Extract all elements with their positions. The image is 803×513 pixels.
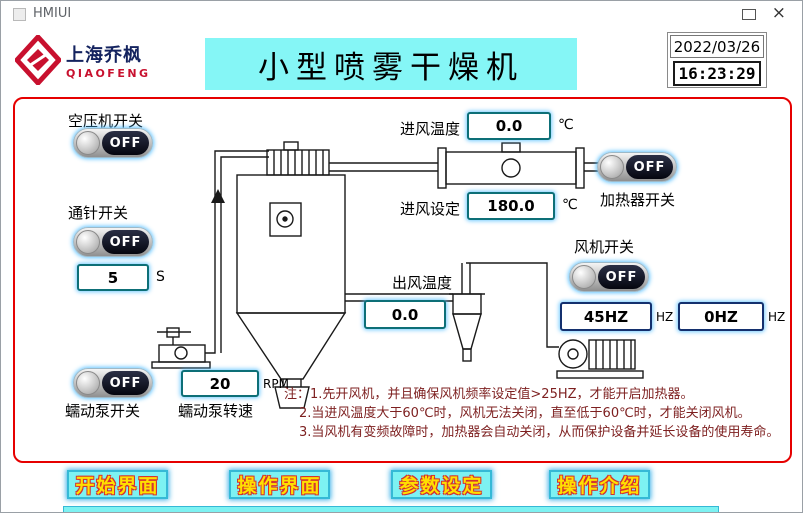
heater-toggle[interactable]: OFF [597,152,677,182]
maximize-button[interactable] [742,9,756,20]
page-title: 小型喷雾干燥机 [205,38,577,90]
outlet-temp-label: 出风温度 [392,274,453,292]
inlet-temp-unit: ℃ [558,117,574,133]
toggle-state: OFF [598,265,645,289]
fan-freq-actual-unit: HZ [768,310,786,324]
nav-parameter-set-button[interactable]: 参数设定 [391,470,492,499]
toggle-knob [76,230,100,254]
time-display: 16:23:29 [673,61,761,86]
inlet-temp-label: 进风温度 [400,120,461,138]
note-line-1: 注：1.先开风机，并且确保风机频率设定值>25HZ，才能开启加热器。 [284,387,694,402]
needle-toggle[interactable]: OFF [73,227,153,257]
window-title: HMIUI [33,6,72,21]
peristaltic-pump-label: 蠕动泵开关 [65,402,141,420]
air-compressor-toggle[interactable]: OFF [73,128,153,158]
fan-freq-actual-field[interactable]: 0HZ [678,302,764,331]
operation-notes: 注：1.先开风机，并且确保风机频率设定值>25HZ，才能开启加热器。 2.当进风… [284,385,790,442]
toggle-state: OFF [626,155,673,179]
titlebar: HMIUI × [1,1,802,27]
air-compressor-label: 空压机开关 [68,112,144,130]
toggle-knob [76,131,100,155]
needle-label: 通针开关 [68,204,129,222]
peristaltic-pump-toggle[interactable]: OFF [73,368,153,398]
toggle-state: OFF [102,230,149,254]
inlet-set-unit: ℃ [562,197,578,213]
date-display: 2022/03/26 [670,35,764,58]
brand-logo: 上海乔枫 QIAOFENG [15,35,151,85]
inlet-set-label: 进风设定 [400,200,461,218]
app-icon [13,8,26,21]
bottom-cyan-strip [63,506,719,512]
pump-speed-label: 蠕动泵转速 [178,402,254,420]
fan-freq-set-field[interactable]: 45HZ [560,302,652,331]
heater-label: 加热器开关 [600,191,676,209]
nav-operation-intro-button[interactable]: 操作介绍 [549,470,650,499]
note-line-2: 2.当进风温度大于60℃时，风机无法关闭，直至低于60℃时，才能关闭风机。 [299,406,751,421]
outlet-temp-field[interactable]: 0.0 [364,300,446,329]
toggle-state: OFF [102,131,149,155]
toggle-knob [572,265,596,289]
main-panel [13,97,792,463]
note-line-3: 3.当风机有变频故障时，加热器会自动关闭，从而保护设备并延长设备的使用寿命。 [299,425,780,440]
close-button[interactable]: × [771,3,786,23]
fan-toggle[interactable]: OFF [569,262,649,292]
nav-start-screen-button[interactable]: 开始界面 [67,470,168,499]
toggle-knob [600,155,624,179]
brand-diamond-icon [15,35,61,85]
inlet-set-field[interactable]: 180.0 [467,192,555,220]
brand-name-cn: 上海乔枫 [66,44,142,66]
toggle-state: OFF [102,371,149,395]
needle-time-unit: S [156,269,165,285]
fan-freq-set-unit: HZ [656,310,674,324]
inlet-temp-field[interactable]: 0.0 [467,112,551,140]
needle-time-field[interactable]: 5 [77,264,149,291]
datetime-box: 2022/03/26 16:23:29 [667,32,767,88]
toggle-knob [76,371,100,395]
brand-name-en: QIAOFENG [66,66,151,80]
pump-speed-field[interactable]: 20 [181,370,259,397]
nav-operation-screen-button[interactable]: 操作界面 [229,470,330,499]
fan-label: 风机开关 [574,238,635,256]
